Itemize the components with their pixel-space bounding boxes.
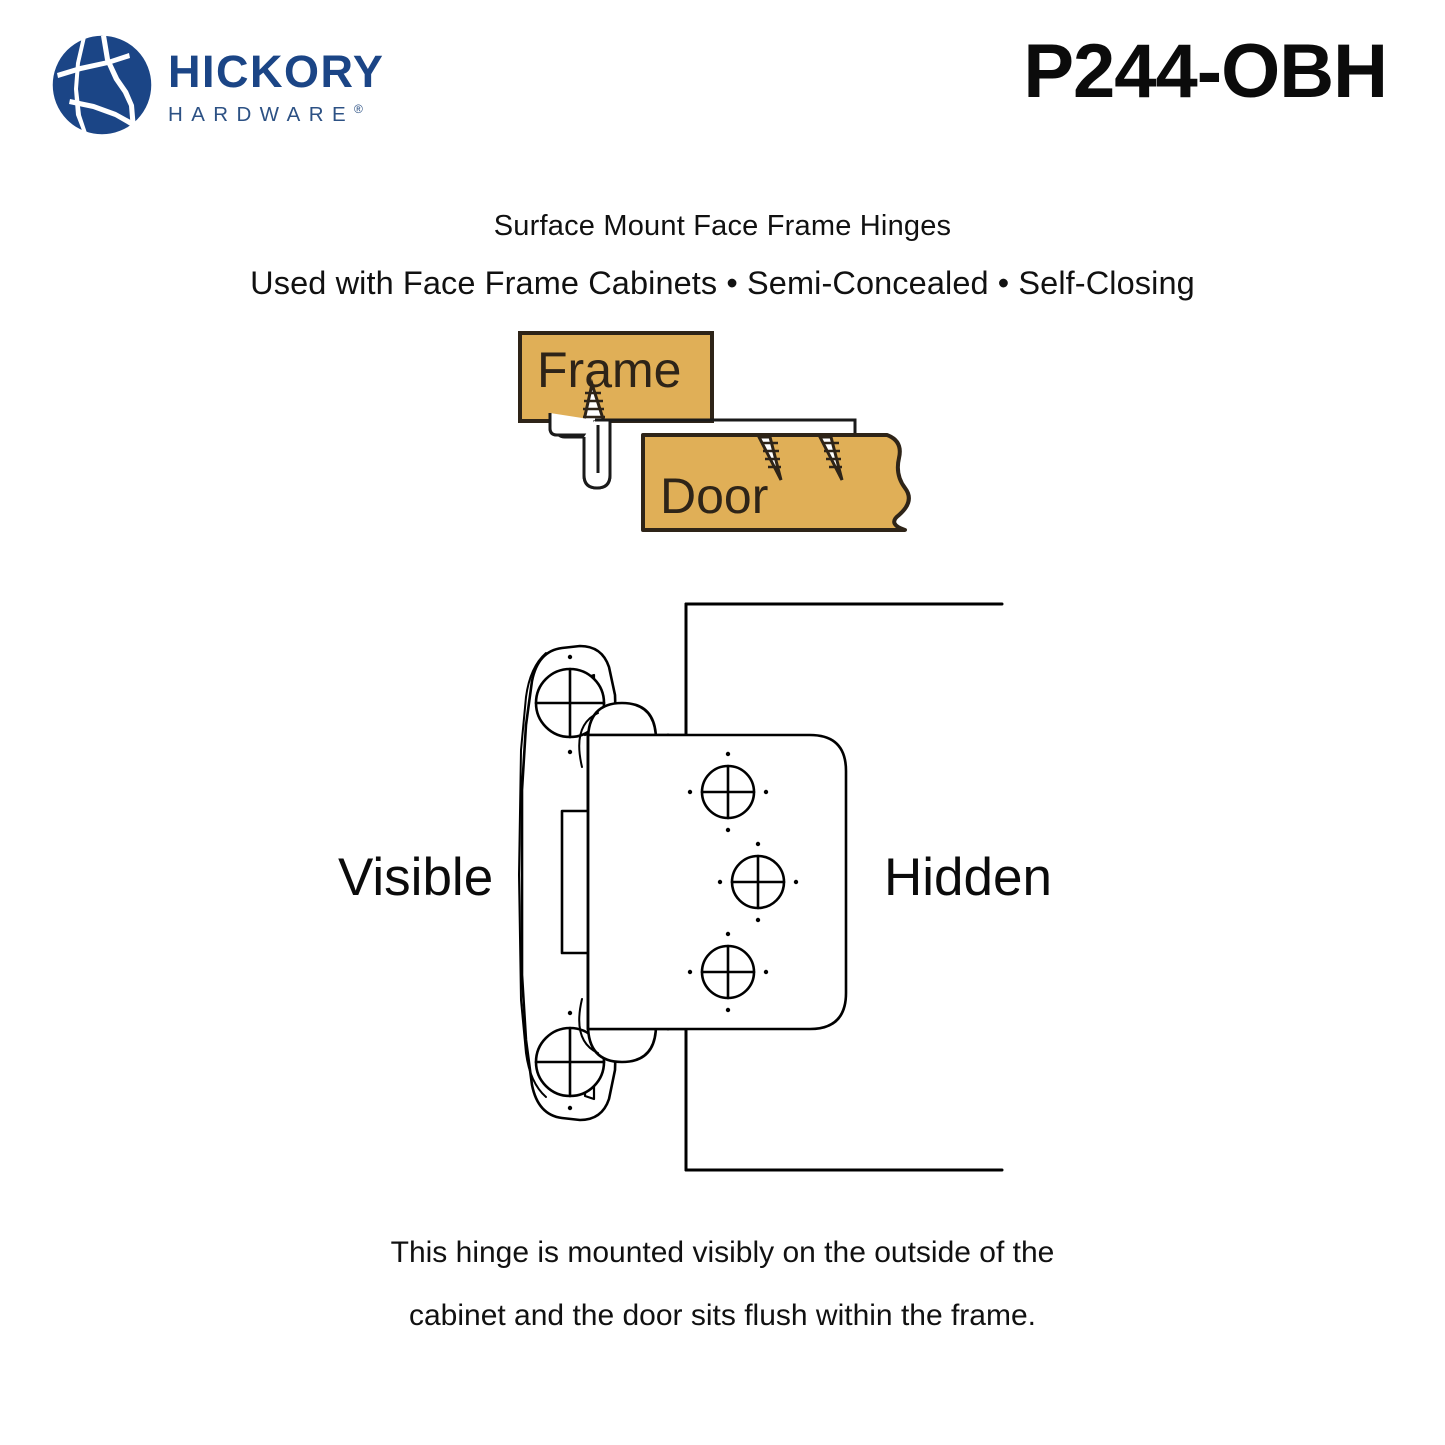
center-mark-dots-plate: [687, 751, 799, 1013]
center-mark-dots-decorative: [567, 654, 573, 1111]
brand-subname-text: HARDWARE: [168, 102, 355, 126]
door-block: [641, 433, 911, 532]
screw-hole-plate-top: [700, 764, 756, 820]
frame-label: Frame: [537, 342, 681, 398]
frame-block: [518, 331, 714, 427]
subtitle-secondary: Used with Face Frame Cabinets • Semi-Con…: [250, 265, 1195, 301]
hinge-technical-drawing: [518, 602, 1004, 1172]
footer-line-2: cabinet and the door sits flush within t…: [408, 1299, 1036, 1332]
hickory-circle-logo-icon: [51, 34, 153, 136]
footer-line-1: This hinge is mounted visibly on the out…: [390, 1236, 1055, 1269]
brand-logo: HICKORY HARDWARE®: [50, 33, 384, 137]
brand-name: HICKORY: [168, 45, 385, 97]
frame-door-cross-section-diagram: Frame Door: [518, 331, 911, 532]
label-hidden: Hidden: [884, 848, 1052, 907]
registered-trademark-icon: ®: [354, 101, 363, 116]
hidden-mounting-plate: [586, 733, 848, 1031]
brand-subname: HARDWARE®: [168, 103, 384, 125]
screw-hole-plate-bottom: [700, 944, 756, 1000]
footer-note: This hinge is mounted visibly on the out…: [0, 1238, 1445, 1331]
subtitle-block: Surface Mount Face Frame Hinges Used wit…: [0, 212, 1445, 300]
door-screw-hatch-icon-1: [756, 435, 783, 481]
door-label: Door: [660, 468, 768, 524]
product-code: P244-OBH: [1023, 29, 1388, 114]
label-visible: Visible: [338, 848, 494, 907]
hinge-wrap-left: [548, 413, 597, 437]
screw-hole-plate-middle: [730, 854, 786, 910]
door-screw-hatch-icon-2: [817, 435, 844, 481]
page-header: HICKORY HARDWARE® P244-OBH: [0, 0, 1445, 160]
brand-wordmark: HICKORY HARDWARE®: [168, 45, 384, 125]
subtitle-primary: Surface Mount Face Frame Hinges: [493, 210, 952, 242]
